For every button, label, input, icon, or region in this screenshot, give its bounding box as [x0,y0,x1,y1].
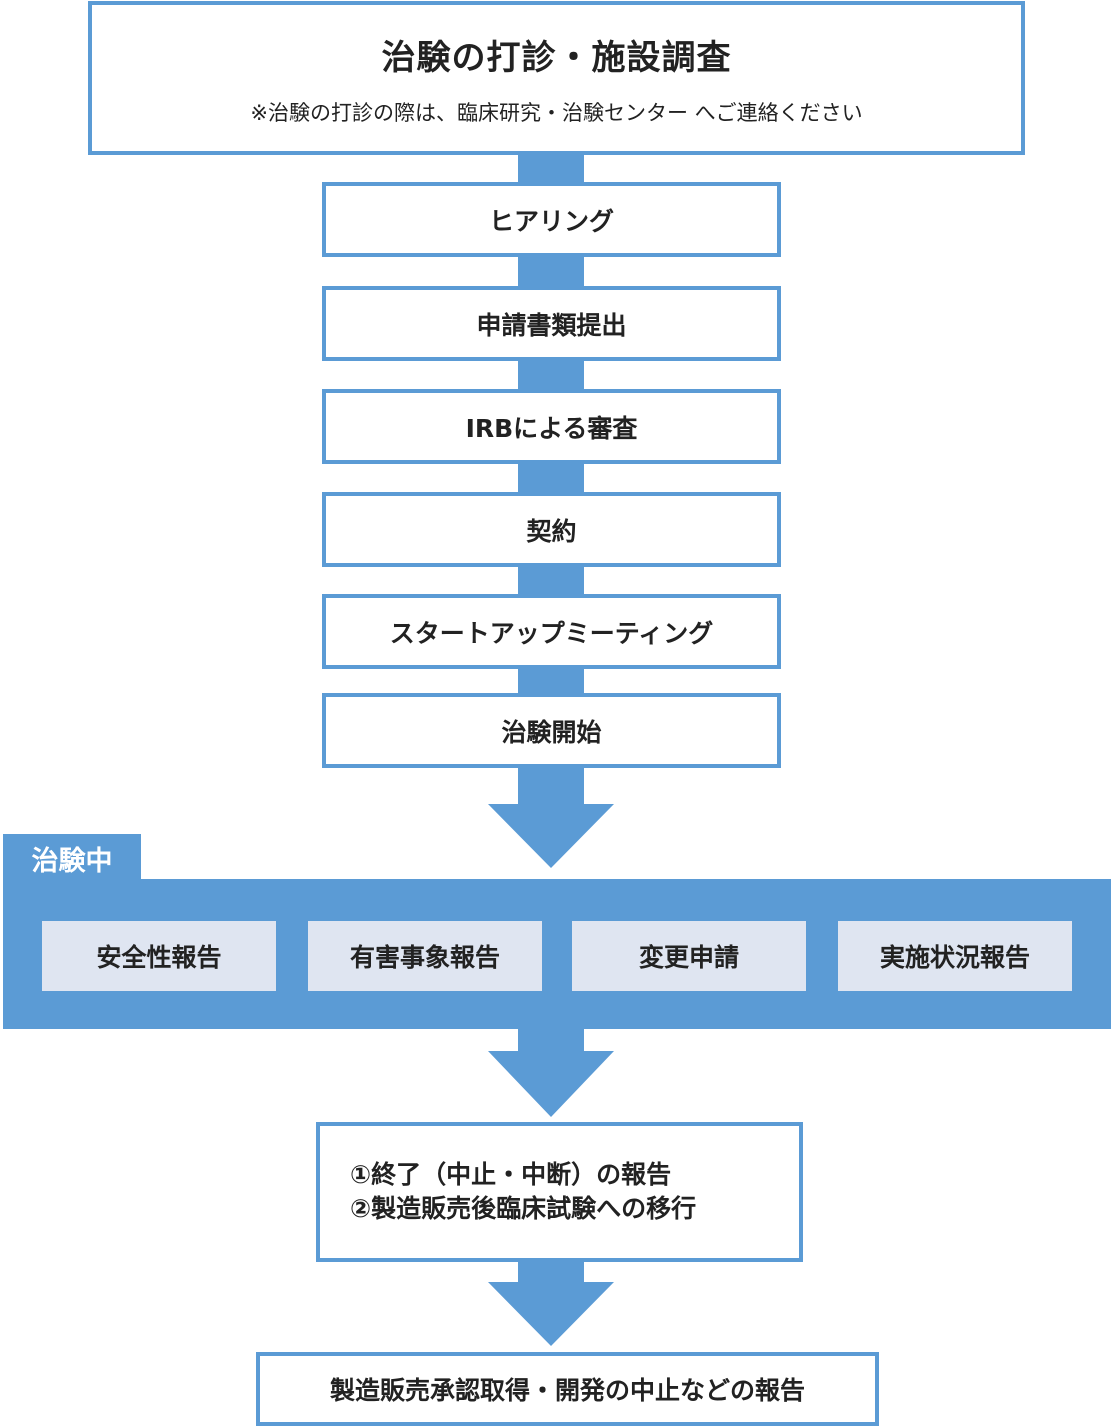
initial-inquiry-title: 治験の打診・施設調査 [381,37,732,78]
phase-item-adverse-event-report: 有害事象報告 [308,921,542,991]
completion-line-postmarketing: ②製造販売後臨床試験への移行 [350,1194,697,1223]
phase-item-safety-report: 安全性報告 [42,921,276,991]
connector-line [518,461,584,496]
step-hearing: ヒアリング [322,182,781,257]
step-startup-meeting: スタートアップミーティング [322,594,781,669]
final-report-box: 製造販売承認取得・開発の中止などの報告 [256,1352,879,1426]
connector-line [518,358,584,393]
phase-item-change-application: 変更申請 [572,921,806,991]
step-irb-review: IRBによる審査 [322,389,781,464]
completion-line-termination: ①終了（中止・中断）の報告 [350,1160,672,1189]
connector-line [518,665,584,698]
connector-line [518,564,584,598]
down-arrow-icon [488,764,614,868]
step-trial-start: 治験開始 [322,693,781,768]
contact-note: ※治験の打診の際は、臨床研究・治験センター へご連絡ください [250,100,863,125]
completion-box: ①終了（中止・中断）の報告 ②製造販売後臨床試験への移行 [316,1122,803,1262]
step-application-submission: 申請書類提出 [322,286,781,361]
step-contract: 契約 [322,492,781,567]
phase-label: 治験中 [3,834,141,882]
initial-inquiry-box: 治験の打診・施設調査 ※治験の打診の際は、臨床研究・治験センター へご連絡くださ… [88,1,1025,155]
down-arrow-icon [488,1260,614,1346]
connector-line [518,256,584,290]
phase-item-status-report: 実施状況報告 [838,921,1072,991]
down-arrow-icon [488,1025,614,1117]
